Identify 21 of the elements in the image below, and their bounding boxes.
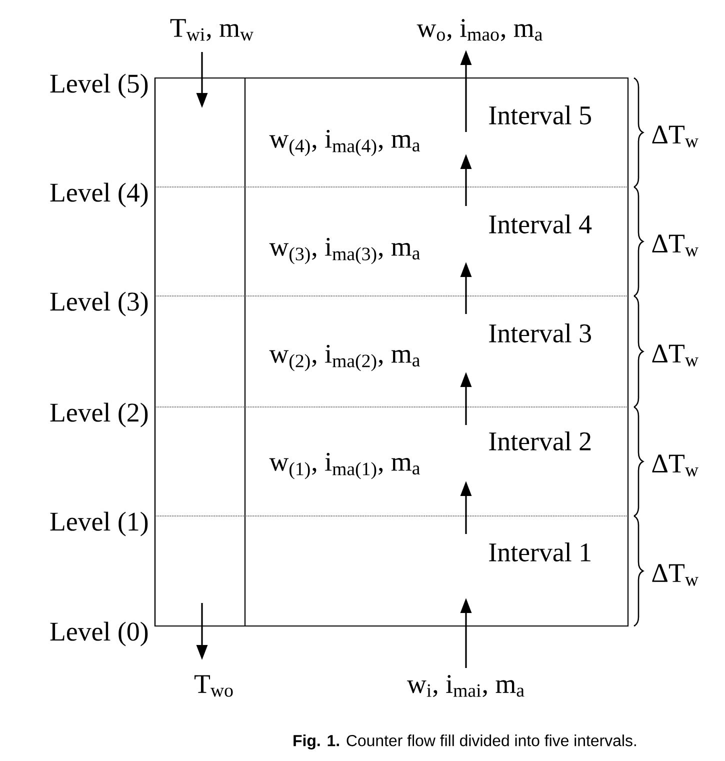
flow-label: w$_{i}$, i$_{mai}$, m$_{a}$ xyxy=(407,675,524,697)
interval-label: Interval 2 xyxy=(489,432,591,450)
interval-label: Interval 3 xyxy=(489,324,591,342)
delta-label: ΔT$_{w}$ xyxy=(652,234,698,256)
interval-label: Interval 5 xyxy=(489,106,591,124)
edge-label: w$_{(4)}$, i$_{ma(4)}$, m$_{a}$ xyxy=(269,130,420,156)
edge-label: w$_{(2)}$, i$_{ma(2)}$, m$_{a}$ xyxy=(269,344,420,372)
delta-label: ΔT$_{w}$ xyxy=(652,454,698,476)
flow-label: w$_{o}$, i$_{mao}$, m$_{a}$ xyxy=(416,19,542,41)
water-column xyxy=(154,77,246,627)
caption: Fig. 1. Counter flow fill divided into five intervals. xyxy=(294,734,636,750)
delta-label: ΔT$_{w}$ xyxy=(652,344,698,366)
edge-label: w$_{(3)}$, i$_{ma(3)}$, m$_{a}$ xyxy=(269,238,420,264)
flow-label: T$_{wo}$ xyxy=(194,675,233,697)
delta-label: ΔT$_{w}$ xyxy=(652,126,698,148)
delta-label: ΔT$_{w}$ xyxy=(652,564,698,586)
flow-label: T$_{wi}$, m$_{w}$ xyxy=(170,19,254,41)
edge-label: w$_{(1)}$, i$_{ma(1)}$, m$_{a}$ xyxy=(269,452,420,480)
interval-label: Interval 1 xyxy=(489,542,590,562)
interval-label: Interval 4 xyxy=(489,214,592,234)
level-label: Level (0) xyxy=(50,622,148,646)
